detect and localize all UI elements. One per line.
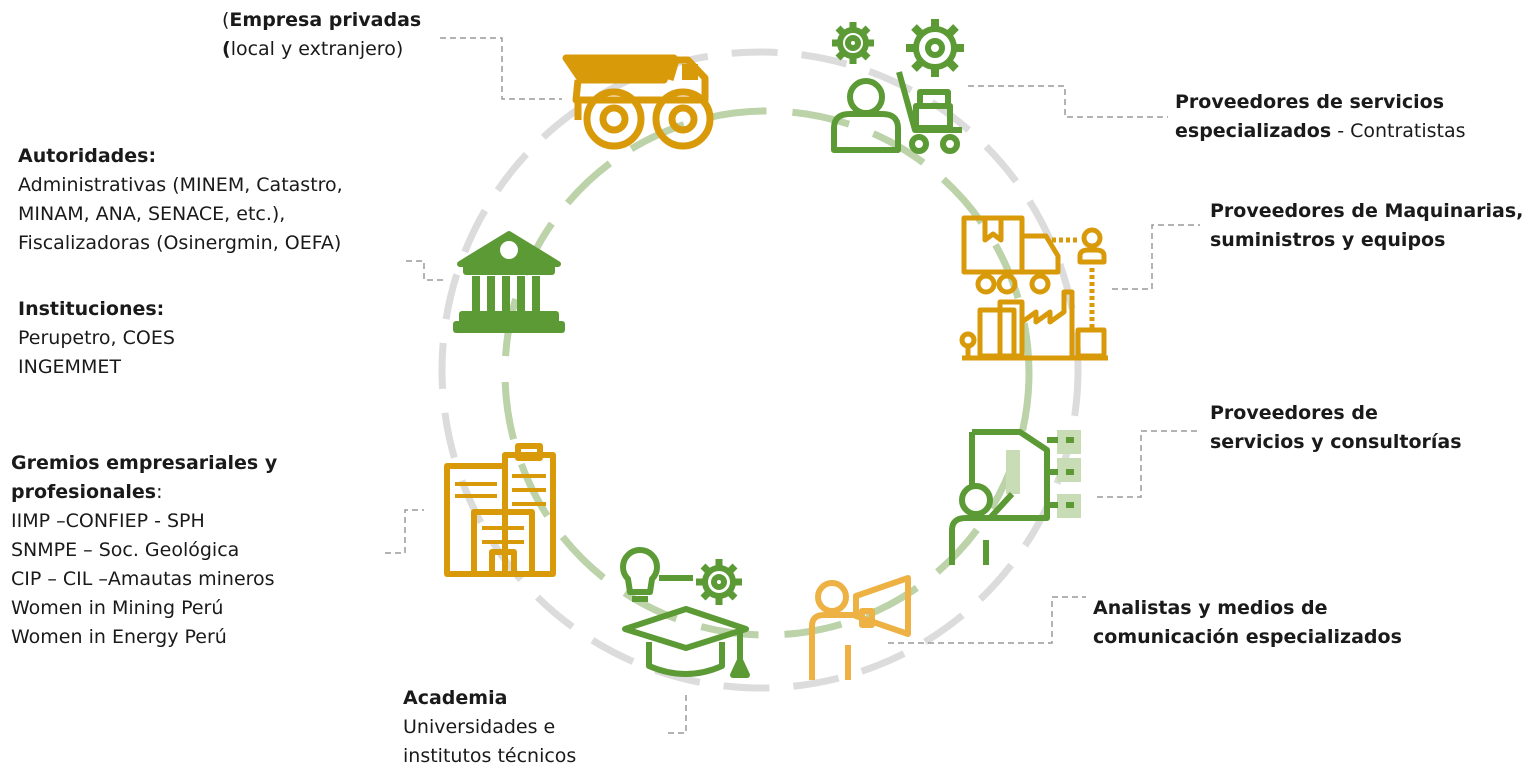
truck-factory-icon bbox=[959, 215, 1108, 361]
node-servicios-especializados: Proveedores de servicios especializados … bbox=[1175, 88, 1466, 146]
servicios-title-1: Proveedores de servicios bbox=[1175, 91, 1445, 113]
node-consultorias: Proveedores de servicios y consultorías bbox=[1210, 399, 1462, 457]
node-academia: Academia Universidades e institutos técn… bbox=[403, 684, 576, 771]
node-analistas: Analistas y medios de comunicación espec… bbox=[1093, 594, 1402, 652]
node-maquinarias: Proveedores de Maquinarias, suministros … bbox=[1210, 197, 1523, 255]
connector-servicios bbox=[968, 85, 1168, 118]
servicios-suffix: - Contratistas bbox=[1331, 120, 1466, 142]
academia-line: Universidades e bbox=[403, 716, 556, 738]
worker-gears-cart-icon bbox=[831, 19, 964, 154]
outer-dashed-ring bbox=[438, 48, 1082, 692]
gremios-title-2: profesionales bbox=[11, 481, 157, 503]
empresa-sub-paren: ( bbox=[222, 38, 231, 60]
servicios-title-2: especializados bbox=[1175, 120, 1332, 142]
analistas-line-1: Analistas y medios de bbox=[1093, 597, 1328, 619]
academia-title: Academia bbox=[403, 687, 508, 709]
gremios-title-1: Gremios empresariales y bbox=[11, 452, 278, 474]
consultorias-line-2: servicios y consultorías bbox=[1210, 431, 1462, 453]
gremios-line: IIMP –CONFIEP - SPH bbox=[11, 510, 205, 532]
autoridades-line: Fiscalizadoras (Osinergmin, OEFA) bbox=[18, 232, 342, 254]
maquinarias-line-2: suministros y equipos bbox=[1210, 229, 1446, 251]
connector-gremios bbox=[385, 509, 424, 554]
connector-empresa bbox=[440, 37, 562, 100]
connector-autoridades bbox=[406, 260, 443, 281]
government-building-icon bbox=[453, 231, 565, 333]
node-autoridades: Autoridades: Administrativas (MINEM, Cat… bbox=[18, 142, 343, 258]
instituciones-line: INGEMMET bbox=[18, 356, 121, 378]
gremios-line: Women in Mining Perú bbox=[11, 597, 224, 619]
gremios-line: Women in Energy Perú bbox=[11, 626, 227, 648]
megaphone-person-icon bbox=[809, 575, 911, 680]
academia-line: institutos técnicos bbox=[403, 745, 577, 767]
mining-dump-truck-icon bbox=[562, 54, 714, 150]
autoridades-title: Autoridades: bbox=[18, 145, 157, 167]
empresa-paren-open: ( bbox=[222, 9, 230, 31]
empresa-title: Empresa privadas bbox=[229, 9, 422, 31]
analistas-line-2: comunicación especializados bbox=[1093, 626, 1402, 648]
consultorias-line-1: Proveedores de bbox=[1210, 402, 1378, 424]
gremios-line: CIP – CIL –Amautas mineros bbox=[11, 568, 275, 590]
connector-analistas bbox=[888, 596, 1086, 644]
node-empresa: (Empresa privadas (local y extranjero) bbox=[222, 6, 421, 64]
gremios-line: SNMPE – Soc. Geológica bbox=[11, 539, 240, 561]
instituciones-title: Instituciones: bbox=[18, 298, 165, 320]
consultant-presentation-icon bbox=[949, 429, 1081, 565]
autoridades-line: Administrativas (MINEM, Catastro, bbox=[18, 174, 343, 196]
connector-consultorias bbox=[1097, 430, 1200, 498]
maquinarias-line-1: Proveedores de Maquinarias, bbox=[1210, 200, 1524, 222]
office-buildings-icon bbox=[444, 443, 556, 577]
node-gremios: Gremios empresariales y profesionales: I… bbox=[11, 449, 277, 652]
instituciones-line: Perupetro, COES bbox=[18, 327, 175, 349]
node-instituciones: Instituciones: Perupetro, COES INGEMMET bbox=[18, 295, 175, 382]
inner-dashed-ring bbox=[501, 107, 1033, 639]
graduation-cap-ideas-icon bbox=[620, 546, 750, 678]
empresa-sub: local y extranjero) bbox=[230, 38, 404, 60]
gremios-colon: : bbox=[156, 481, 163, 503]
connector-maquinarias bbox=[1112, 224, 1200, 290]
autoridades-line: MINAM, ANA, SENACE, etc.), bbox=[18, 203, 286, 225]
connector-academia bbox=[668, 692, 687, 734]
